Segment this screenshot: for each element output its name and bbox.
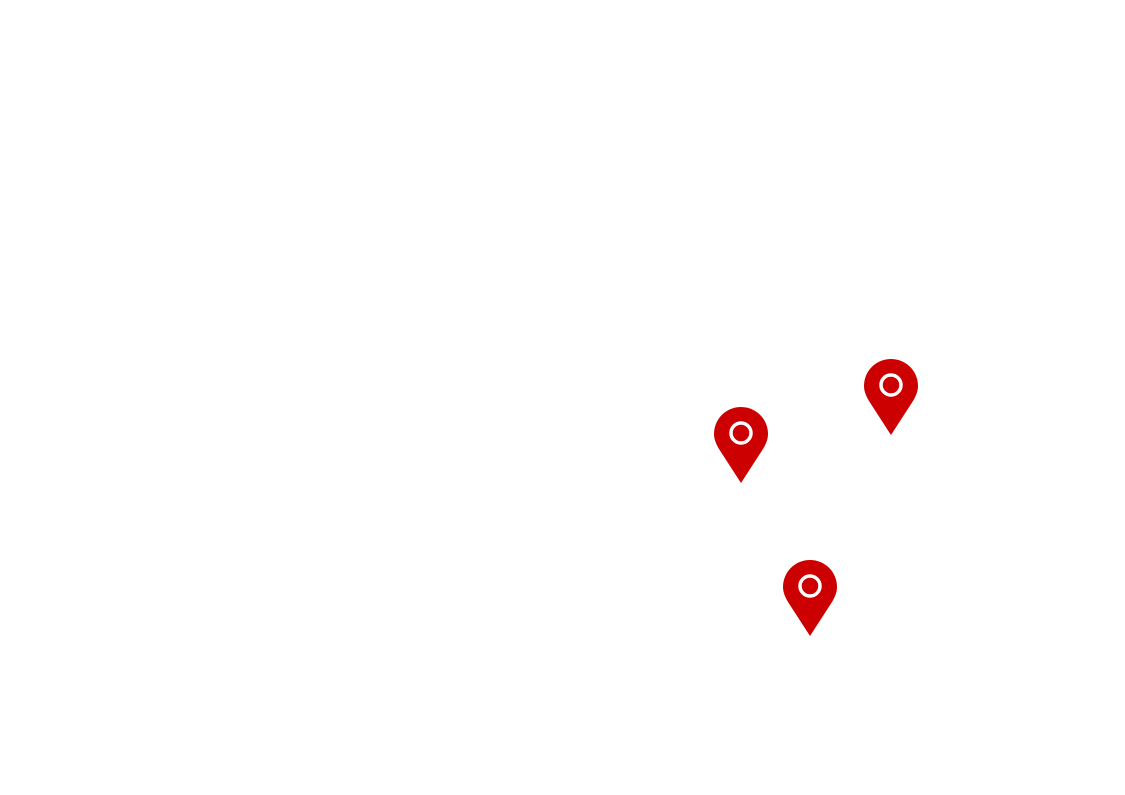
map-pin-icon [864,359,918,435]
map-marker[interactable] [863,358,919,436]
map-marker[interactable] [782,559,838,637]
map-pin-icon [714,407,768,483]
map-pin-icon [783,560,837,636]
map-marker[interactable] [713,406,769,484]
